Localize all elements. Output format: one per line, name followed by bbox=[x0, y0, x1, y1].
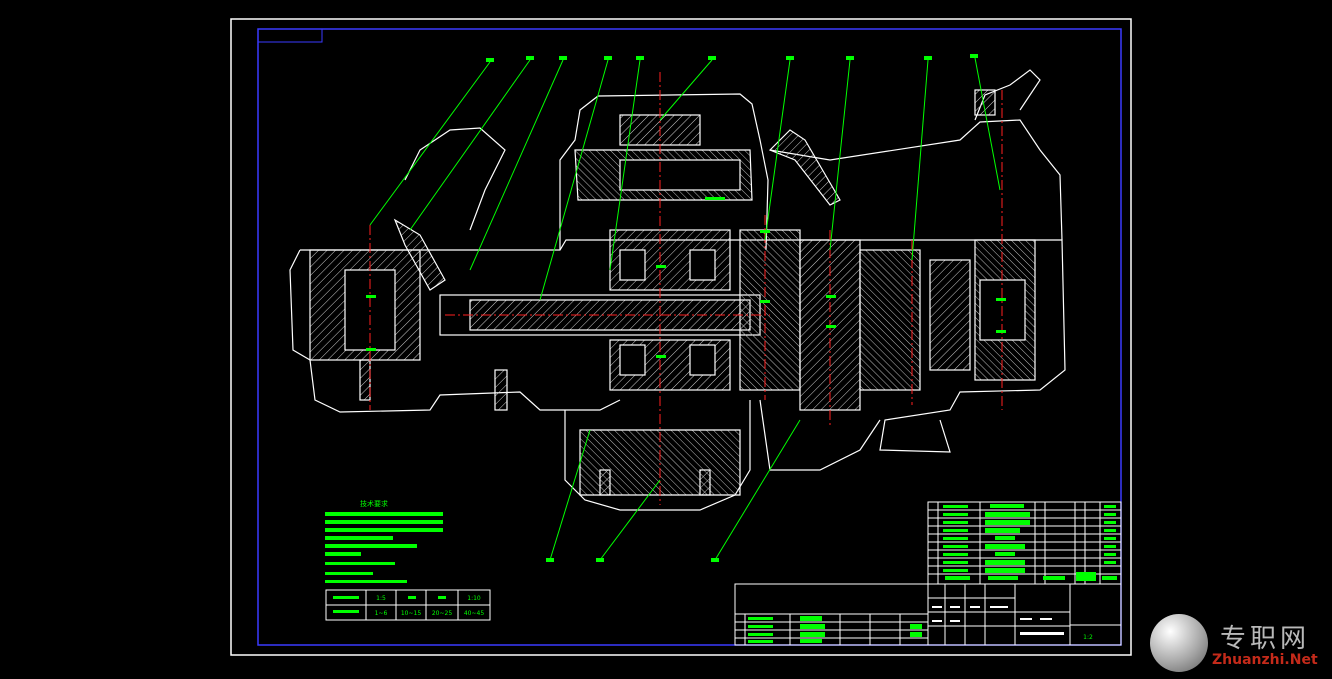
spec-r1c2: 1:5 bbox=[376, 595, 386, 602]
technical-requirements bbox=[325, 512, 443, 583]
spec-table bbox=[325, 589, 491, 621]
part-leaders bbox=[369, 57, 1001, 561]
drawing-number-box bbox=[257, 28, 323, 43]
parts-list bbox=[927, 501, 1122, 585]
title-block-white-text bbox=[932, 606, 1064, 635]
watermark-cn: 专职网 bbox=[1220, 624, 1311, 654]
gearbox-section-view bbox=[289, 69, 1066, 511]
title-block bbox=[734, 583, 1122, 646]
spec-r2c5: 40~45 bbox=[464, 610, 484, 617]
spec-r2c2: 1~6 bbox=[375, 610, 388, 617]
title-block-scale: 1:2 bbox=[1083, 634, 1093, 641]
title-block-text bbox=[748, 616, 922, 643]
drawing-border bbox=[257, 28, 1122, 646]
balloon-tags bbox=[486, 54, 978, 562]
notes-title: 技术要求 bbox=[360, 499, 388, 508]
watermark-logo-icon bbox=[1150, 614, 1208, 672]
spec-r1c5: 1:10 bbox=[467, 595, 481, 602]
parts-list-text bbox=[943, 504, 1117, 581]
spec-r2c3: 10~15 bbox=[401, 610, 421, 617]
spec-table-values: 1:5 1:10 1~6 10~15 20~25 40~45 bbox=[333, 595, 484, 617]
dimension-marks bbox=[366, 197, 1006, 358]
spec-r2c4: 20~25 bbox=[432, 610, 452, 617]
watermark-en: Zhuanzhi.Net bbox=[1212, 652, 1318, 668]
sheet-frame bbox=[230, 18, 1132, 656]
